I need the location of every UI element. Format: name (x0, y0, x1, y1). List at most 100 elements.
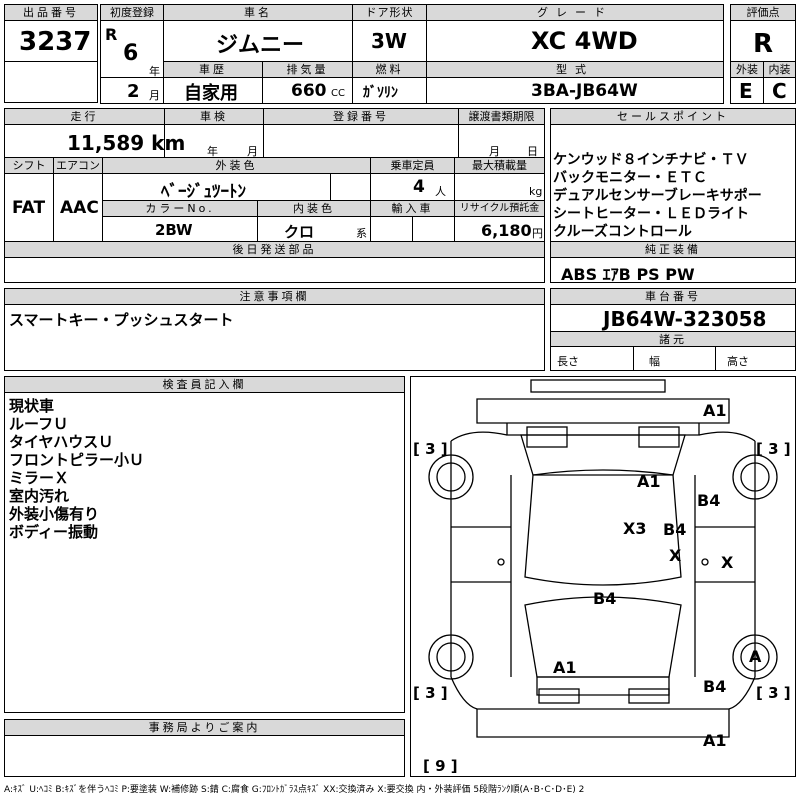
wheel-fl-inner (436, 462, 466, 492)
ac-label: エアコン (54, 158, 102, 174)
mirror-left (497, 558, 505, 566)
damage-mark: X3 (623, 519, 647, 538)
front-fender-outline (450, 431, 756, 442)
damage-mark: A1 (703, 731, 727, 750)
interior-grade: C (772, 79, 787, 103)
inspection-month-unit: 月 (247, 145, 258, 158)
color-no-cell: カラーNo. 2BW (102, 200, 258, 242)
wheel-fr-inner (740, 462, 770, 492)
door-cell: ドア形状 3W (352, 4, 427, 62)
inspection-label: 車検 (165, 109, 263, 125)
capacity-label: 乗車定員 (371, 158, 454, 174)
era: R (105, 25, 118, 44)
door-line (510, 475, 696, 677)
shift-label: シフト (5, 158, 53, 174)
chassis-panel: 車台番号 JB64W-323058 諸元 長さ 幅 高さ (550, 288, 796, 371)
wheel-rl-inner (436, 642, 466, 672)
car-diagram-panel: A1 A1 B4 X3 B4 X X B4 A1 B4 A1 A [ 3 ] [… (410, 376, 796, 777)
inspector-line: フロントピラー小Ｕ (9, 451, 145, 469)
tire-depth-spare: [ 9 ] (423, 757, 458, 775)
rear-light-left (538, 688, 580, 704)
damage-mark: X (669, 546, 682, 565)
specs-label: 諸元 (551, 331, 795, 347)
legend-text: A:ｷｽﾞ U:ﾍｺﾐ B:ｷｽﾞを伴うﾍｺﾐ P:要塗装 W:補修跡 S:錆 … (4, 785, 585, 795)
hood-outline (506, 423, 700, 436)
lot-number-label: 出品番号 (5, 5, 97, 21)
tire-depth-fr: [ 3 ] (756, 440, 791, 458)
front-light-left (526, 426, 568, 448)
history: 自家用 (184, 83, 238, 104)
rear-window-outline (536, 676, 670, 696)
inspector-label: 検査員記入欄 (5, 377, 404, 393)
int-color: クロ (284, 223, 315, 241)
sales-points-label: セールスポイント (551, 109, 795, 125)
door-label: ドア形状 (353, 5, 426, 21)
sales-point-line: クルーズコントロール (553, 224, 692, 240)
sales-points-panel: セールスポイント ケンウッド８インチナビ・ＴＶ バックモニター・ＥＴＣ デュアル… (550, 108, 796, 242)
divider (412, 217, 413, 241)
first-reg-cell: 初度登録 R 6 年 2 月 (100, 4, 164, 104)
rear-light-right (628, 688, 670, 704)
capacity: 4 (413, 177, 425, 197)
recycle-cell: リサイクル預託金 6,180 円 (454, 200, 545, 242)
car-name: ジムニー (216, 33, 305, 58)
length-label: 長さ (557, 355, 579, 368)
damage-mark: A1 (553, 658, 577, 677)
ext-color-label: 外装色 (103, 158, 370, 174)
office-panel: 事務局よりご案内 (4, 719, 405, 777)
exterior-label: 外装 (731, 62, 763, 78)
inspector-line: 室内汚れ (9, 487, 70, 505)
damage-mark: A (749, 647, 762, 666)
grade: XC 4WD (531, 27, 638, 55)
int-color-unit: 系 (356, 227, 367, 240)
damage-mark: B4 (593, 589, 617, 608)
fuel: ｶﾞｿﾘﾝ (363, 85, 398, 101)
lot-number-blank (4, 61, 98, 103)
wheel-rl (428, 634, 474, 680)
int-color-cell: 内装色 クロ 系 (257, 200, 371, 242)
roof-top-outline (530, 379, 666, 393)
mirror-right (701, 558, 709, 566)
exterior-grade-cell: 外装 E (730, 61, 764, 104)
max-load-unit: kg (529, 185, 543, 198)
wheel-fr (732, 454, 778, 500)
office-label: 事務局よりご案内 (5, 720, 404, 736)
wheel-fl (428, 454, 474, 500)
front-light-right (638, 426, 680, 448)
transfer-day-unit: 日 (527, 145, 538, 158)
inspector-line: タイヤハウスＵ (9, 433, 114, 451)
chassis-label: 車台番号 (551, 289, 795, 305)
divider (715, 347, 716, 371)
recycle-label: リサイクル預託金 (455, 201, 544, 217)
inspector-line: 外装小傷有り (9, 505, 100, 523)
rear-fender-outline (450, 676, 756, 710)
grade-cell: グレード XC 4WD (426, 4, 724, 62)
score-label: 評価点 (731, 5, 795, 21)
sales-point-line: シートヒーター・ＬＥＤライト (553, 206, 749, 222)
transfer-label: 譲渡書類期限 (459, 109, 544, 125)
int-color-label: 内装色 (258, 201, 370, 217)
damage-mark: X (721, 553, 734, 572)
import-label: 輸入車 (371, 201, 454, 217)
capacity-cell: 乗車定員 4 人 (370, 157, 455, 201)
inspector-panel: 検査員記入欄 現状車 ルーフＵ タイヤハウスＵ フロントピラー小Ｕ ミラーＸ 室… (4, 376, 405, 713)
inspection-year-unit: 年 (207, 145, 218, 158)
transfer-cell: 譲渡書類期限 月 日 (458, 108, 545, 158)
damage-mark: B4 (703, 677, 727, 696)
color-no-label: カラーNo. (103, 201, 257, 217)
model-cell: 型式 3BA-JB64W (426, 61, 724, 104)
inspector-line: ミラーＸ (9, 469, 70, 487)
ext-color: ﾍﾞｰｼﾞｭﾂｰﾄﾝ (161, 182, 246, 202)
displacement: 660 (291, 81, 327, 101)
sales-point-line: デュアルセンサーブレーキサポー (553, 188, 762, 204)
grade-label: グレード (427, 5, 723, 21)
car-name-cell: 車名 ジムニー (163, 4, 353, 62)
recycle-amount: 6,180 (481, 221, 532, 240)
rear-bumper-outline (476, 708, 730, 738)
tire-depth-rr: [ 3 ] (756, 684, 791, 702)
mileage: 11,589 km (67, 131, 186, 155)
transfer-month-unit: 月 (489, 145, 500, 158)
reg-month: 2 (127, 81, 140, 102)
lot-number: 3237 (19, 27, 92, 57)
door-type: 3W (371, 29, 407, 53)
